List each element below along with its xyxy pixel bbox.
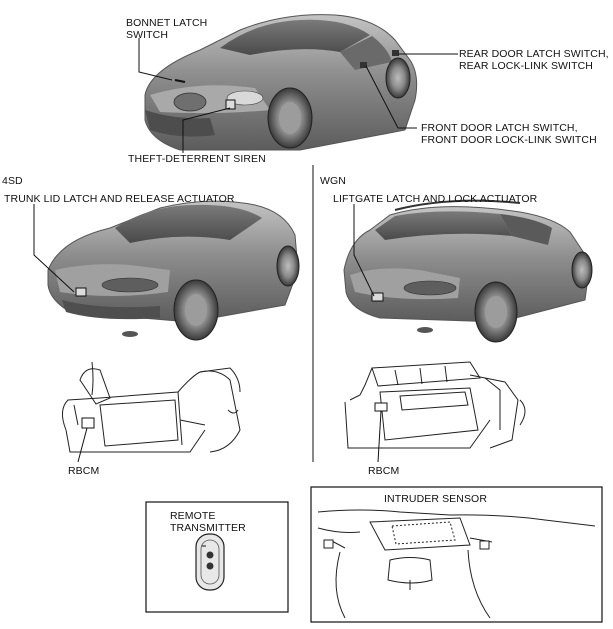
intruder-sensor-interior-drawing [317, 509, 596, 619]
wagon-illustration [343, 199, 593, 343]
top-car-illustration [144, 14, 418, 151]
rbcm-wagon-label: RBCM [368, 465, 400, 477]
leader-trunk-actuator [33, 204, 75, 293]
rbcm-sedan-label: RBCM [68, 465, 100, 477]
intruder-sensor-frame [310, 486, 603, 623]
remote-key-fob-icon [195, 533, 225, 591]
remote-label-line2: TRANSMITTER [170, 522, 246, 534]
remote-transmitter-frame [145, 501, 289, 613]
remote-label-line1: REMOTE [170, 510, 216, 522]
wagon-cargo-line-drawing [344, 361, 526, 449]
front-door-label-line2: FRONT DOOR LOCK-LINK SWITCH [421, 134, 597, 146]
rear-door-label-line1: REAR DOOR LATCH SWITCH, [459, 48, 609, 60]
leader-rbcm-sedan [77, 427, 88, 463]
sedan-trunk-line-drawing [62, 361, 241, 453]
front-door-label-line1: FRONT DOOR LATCH SWITCH, [421, 122, 578, 134]
bonnet-latch-label-line1: BONNET LATCH [126, 17, 208, 29]
sedan-tag: 4SD [2, 175, 23, 187]
leader-liftgate-actuator [353, 204, 375, 297]
leader-rbcm-wagon [377, 410, 382, 463]
liftgate-actuator-label: LIFTGATE LATCH AND LOCK ACTUATOR [333, 193, 538, 205]
theft-siren-label: THEFT-DETERRENT SIREN [128, 153, 266, 165]
intruder-sensor-label: INTRUDER SENSOR [384, 493, 488, 505]
leader-theft-siren [182, 107, 231, 153]
trunk-actuator-label: TRUNK LID LATCH AND RELEASE ACTUATOR [4, 193, 235, 205]
rear-door-label-line2: REAR LOCK-LINK SWITCH [459, 60, 593, 72]
leader-bonnet-latch [138, 38, 173, 81]
bonnet-latch-label-line2: SWITCH [126, 29, 169, 41]
wagon-tag: WGN [320, 175, 346, 187]
leader-front-door [365, 65, 417, 129]
sedan-illustration [47, 200, 300, 341]
